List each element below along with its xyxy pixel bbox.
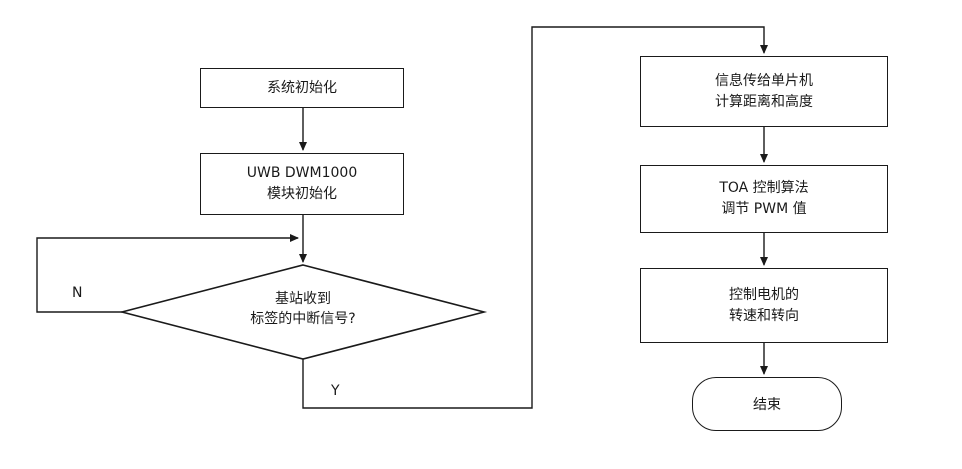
node-end-terminal: 结束 — [692, 377, 842, 431]
node-toa-line1: TOA 控制算法 — [719, 180, 809, 196]
node-compute-line2: 计算距离和高度 — [715, 93, 813, 110]
node-end-text: 结束 — [753, 397, 781, 413]
node-motor-line1: 控制电机的 — [729, 286, 799, 303]
node-system-init-text: 系统初始化 — [267, 79, 337, 96]
node-toa-control: TOA 控制算法 调节 PWM 值 — [640, 165, 888, 233]
node-uwb-init: UWB DWM1000 模块初始化 — [200, 153, 404, 215]
node-compute: 信息传给单片机 计算距离和高度 — [640, 56, 888, 127]
node-motor-line2: 转速和转向 — [729, 307, 799, 324]
node-uwb-init-line2: 模块初始化 — [267, 186, 337, 202]
arrow-no-loop — [36, 234, 299, 313]
arrow-yes-path — [302, 26, 768, 409]
branch-label-no: N — [72, 285, 83, 301]
node-compute-line1: 信息传给单片机 — [715, 72, 813, 89]
node-system-init: 系统初始化 — [200, 68, 404, 108]
branch-label-yes: Y — [331, 383, 340, 399]
decision-line1: 基站收到 — [275, 291, 331, 307]
decision-text: 基站收到 标签的中断信号? — [193, 289, 413, 329]
decision-line2: 标签的中断信号? — [250, 311, 356, 327]
node-motor-control: 控制电机的 转速和转向 — [640, 268, 888, 343]
node-toa-line2: 调节 PWM 值 — [721, 201, 807, 217]
node-uwb-init-line1: UWB DWM1000 — [246, 165, 358, 181]
